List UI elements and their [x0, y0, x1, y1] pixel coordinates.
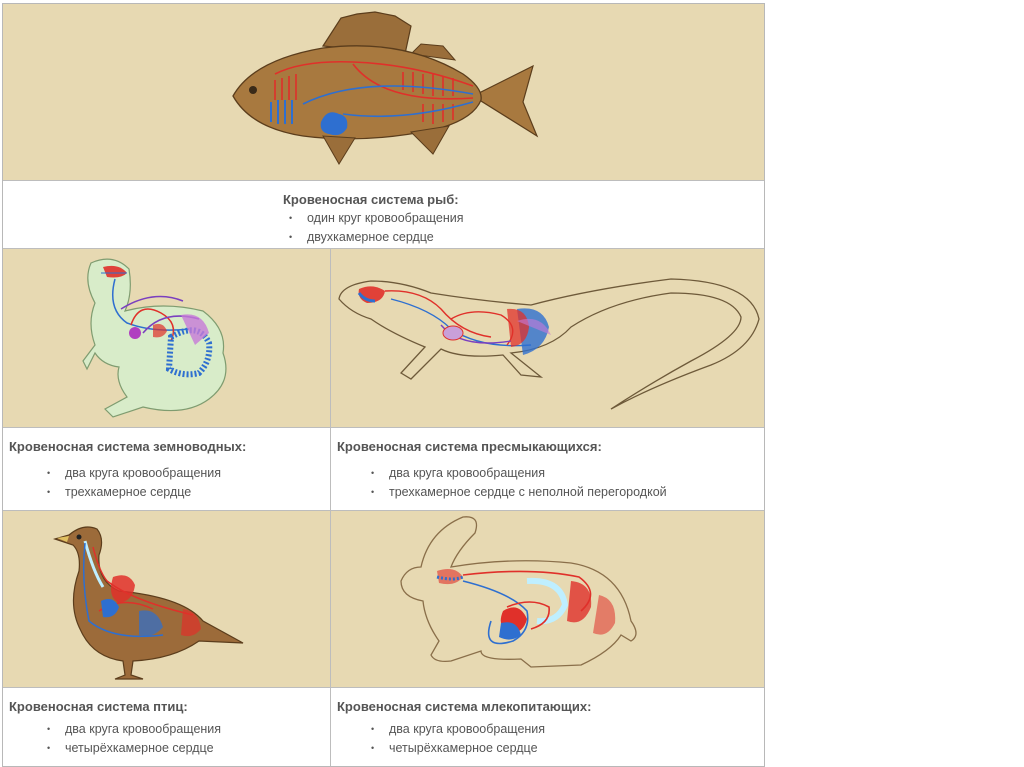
lizard-illustration — [338, 278, 760, 410]
bird-image-panel — [3, 511, 330, 687]
amphibian-caption-list: •два круга кровообращения •трехкамерное … — [47, 464, 221, 502]
reptile-caption: Кровеносная система пресмыкающихся: •два… — [331, 428, 764, 510]
mammal-caption-title: Кровеносная система млекопитающих: — [337, 699, 592, 714]
list-item: •четырёхкамерное сердце — [47, 741, 214, 755]
fish-caption-list: •один круг кровообращения •двухкамерное … — [289, 209, 463, 247]
bird-caption: Кровеносная система птиц: •два круга кро… — [3, 688, 330, 766]
list-item: •двухкамерное сердце — [289, 230, 434, 244]
bird-caption-list: •два круга кровообращения •четырёхкамерн… — [47, 720, 221, 758]
mammal-image-panel — [331, 511, 764, 687]
circulatory-systems-figure: Кровеносная система рыб: •один круг кров… — [2, 3, 765, 767]
fish-illustration — [232, 11, 539, 165]
rabbit-illustration — [400, 516, 637, 668]
reptile-image-panel — [331, 249, 764, 427]
reptile-caption-list: •два круга кровообращения •трехкамерное … — [371, 464, 667, 502]
mammal-caption-list: •два круга кровообращения •четырёхкамерн… — [371, 720, 545, 758]
amphibian-caption: Кровеносная система земноводных: •два кр… — [3, 428, 330, 510]
amphibian-caption-title: Кровеносная система земноводных: — [9, 439, 247, 454]
bird-caption-title: Кровеносная система птиц: — [9, 699, 188, 714]
list-item: •два круга кровообращения — [371, 466, 546, 480]
fish-caption: Кровеносная система рыб: •один круг кров… — [3, 181, 764, 248]
list-item: •четырёхкамерное сердце — [371, 741, 538, 755]
list-item: •два круга кровообращения — [47, 722, 222, 736]
list-item: •один круг кровообращения — [289, 211, 464, 225]
fish-caption-title: Кровеносная система рыб: — [283, 192, 459, 207]
amphibian-image-panel — [3, 249, 330, 427]
list-item: •два круга кровообращения — [47, 466, 222, 480]
reptile-caption-title: Кровеносная система пресмыкающихся: — [337, 439, 602, 454]
mammal-caption: Кровеносная система млекопитающих: •два … — [331, 688, 764, 766]
list-item: •два круга кровообращения — [371, 722, 546, 736]
bird-illustration — [52, 526, 244, 680]
fish-image-panel — [3, 4, 764, 180]
list-item: •трехкамерное сердце с неполной перегоро… — [371, 485, 667, 499]
frog-illustration — [82, 258, 227, 418]
list-item: •трехкамерное сердце — [47, 485, 192, 499]
